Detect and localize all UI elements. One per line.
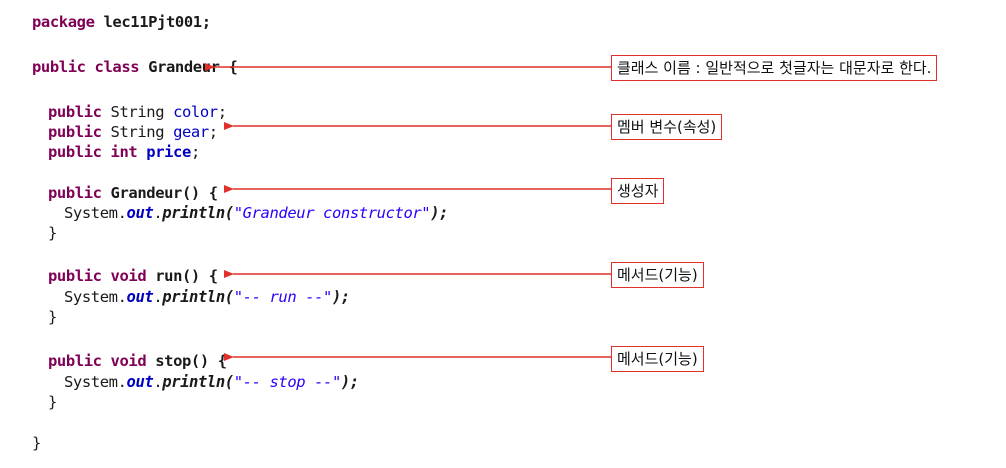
package-name: lec11Pjt001; xyxy=(103,13,211,31)
public-keyword: public xyxy=(48,352,102,370)
string-type: String xyxy=(110,123,165,141)
constructor-close-line: } xyxy=(48,223,57,243)
dot: . xyxy=(153,204,163,222)
field-price-line: public int price; xyxy=(48,142,200,162)
stop-method-note: 메서드(기능) xyxy=(611,346,704,372)
semicolon: ; xyxy=(217,103,227,121)
out-field: out xyxy=(126,204,154,222)
field-gear: gear xyxy=(173,123,209,141)
constructor-signature-line: public Grandeur() { xyxy=(48,183,218,203)
close-brace: } xyxy=(48,224,57,242)
class-name: Grandeur xyxy=(148,58,220,76)
constructor-string: "Grandeur constructor" xyxy=(233,204,431,222)
open-paren: ( xyxy=(224,288,234,306)
public-keyword: public xyxy=(48,123,102,141)
run-signature: run() { xyxy=(155,267,218,285)
package-line: package lec11Pjt001; xyxy=(32,12,211,32)
dot: . xyxy=(153,288,163,306)
close-paren: ); xyxy=(430,204,449,222)
close-paren: ); xyxy=(340,373,359,391)
close-brace: } xyxy=(48,308,57,326)
field-color: color xyxy=(173,103,218,121)
system-class: System. xyxy=(64,373,127,391)
semicolon: ; xyxy=(208,123,218,141)
open-paren: ( xyxy=(224,373,234,391)
void-keyword: void xyxy=(110,352,147,370)
stop-signature: stop() { xyxy=(155,352,227,370)
public-keyword: public xyxy=(48,103,102,121)
close-paren: ); xyxy=(331,288,350,306)
class-close-line: } xyxy=(32,433,41,453)
println-method: println xyxy=(162,373,225,391)
field-gear-line: public String gear; xyxy=(48,122,218,142)
member-var-note: 멤버 변수(속성) xyxy=(611,114,723,140)
public-keyword: public xyxy=(48,184,102,202)
constructor-note: 생성자 xyxy=(611,178,665,204)
run-signature-line: public void run() { xyxy=(48,266,218,286)
void-keyword: void xyxy=(110,267,147,285)
semicolon: ; xyxy=(190,143,200,161)
stop-string: "-- stop --" xyxy=(233,373,342,391)
close-brace: } xyxy=(48,393,57,411)
field-color-line: public String color; xyxy=(48,102,227,122)
public-keyword: public xyxy=(32,58,86,76)
string-type: String xyxy=(110,103,165,121)
system-class: System. xyxy=(64,204,127,222)
stop-signature-line: public void stop() { xyxy=(48,351,227,371)
println-method: println xyxy=(162,204,225,222)
class-keyword: class xyxy=(94,58,140,76)
run-body-line: System.out.println("-- run --"); xyxy=(64,287,350,307)
out-field: out xyxy=(126,288,154,306)
public-keyword: public xyxy=(48,267,102,285)
run-string: "-- run --" xyxy=(233,288,333,306)
constructor-body-line: System.out.println("Grandeur constructor… xyxy=(64,203,449,223)
constructor-signature: Grandeur() { xyxy=(110,184,219,202)
class-close-brace: } xyxy=(32,434,41,452)
int-type: int xyxy=(110,143,138,161)
run-close-line: } xyxy=(48,307,57,327)
out-field: out xyxy=(126,373,154,391)
class-name-note: 클래스 이름 : 일반적으로 첫글자는 대문자로 한다. xyxy=(611,55,938,81)
package-keyword: package xyxy=(32,13,95,31)
open-paren: ( xyxy=(224,204,234,222)
field-price: price xyxy=(146,143,191,161)
run-method-note: 메서드(기능) xyxy=(611,262,704,288)
stop-body-line: System.out.println("-- stop --"); xyxy=(64,372,359,392)
system-class: System. xyxy=(64,288,127,306)
println-method: println xyxy=(162,288,225,306)
stop-close-line: } xyxy=(48,392,57,412)
public-keyword: public xyxy=(48,143,102,161)
dot: . xyxy=(153,373,163,391)
